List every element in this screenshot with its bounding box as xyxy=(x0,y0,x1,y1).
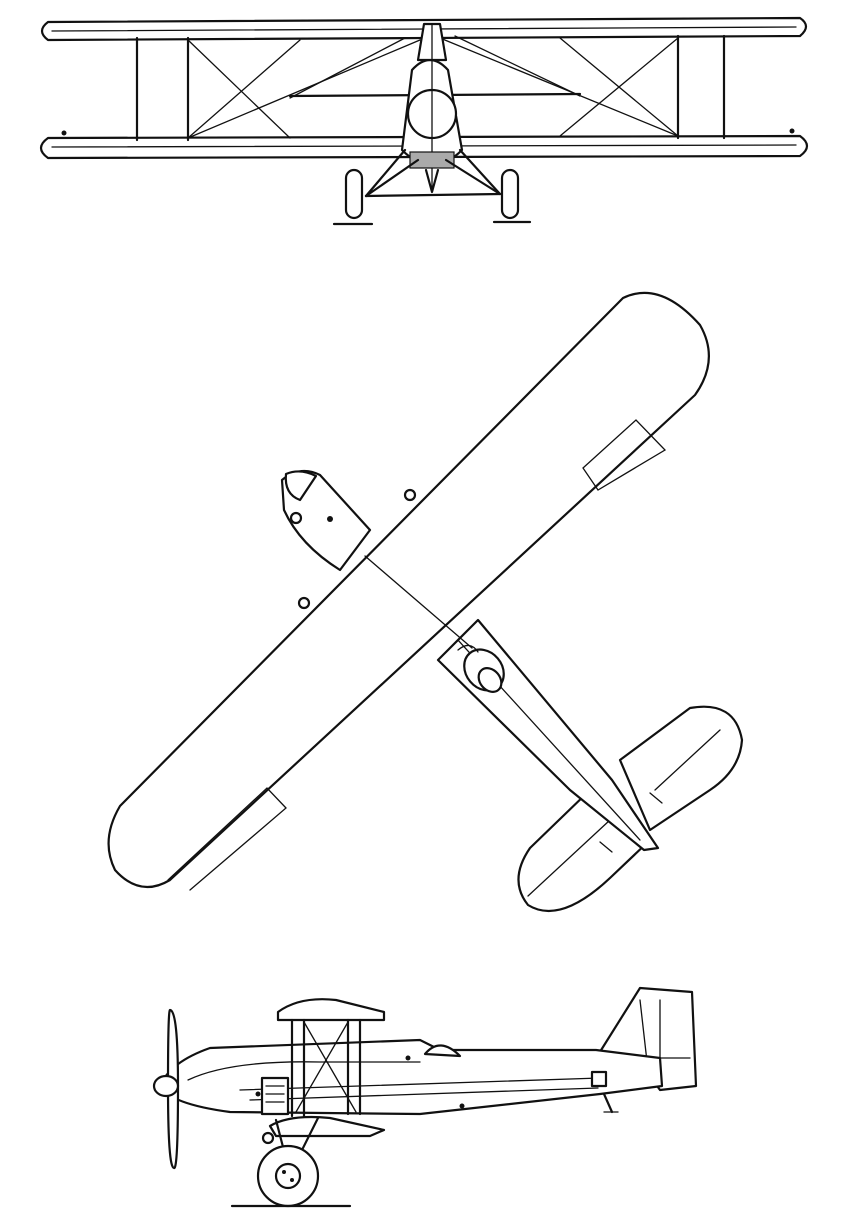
side-lower-wing xyxy=(268,1115,386,1138)
side-landing-gear xyxy=(230,1092,619,1208)
top-main-wing xyxy=(107,291,710,891)
top-view xyxy=(107,291,744,913)
side-struts xyxy=(290,1018,362,1118)
front-fuselage xyxy=(400,22,464,194)
front-interplane-struts xyxy=(135,34,726,142)
front-view xyxy=(39,16,809,226)
front-landing-gear xyxy=(332,148,532,226)
side-propeller xyxy=(152,1008,180,1170)
side-view xyxy=(152,986,698,1208)
side-fuselage xyxy=(158,1038,664,1116)
top-rear-fuselage xyxy=(436,618,660,852)
top-nose xyxy=(280,469,417,610)
side-upper-wing xyxy=(276,998,386,1022)
